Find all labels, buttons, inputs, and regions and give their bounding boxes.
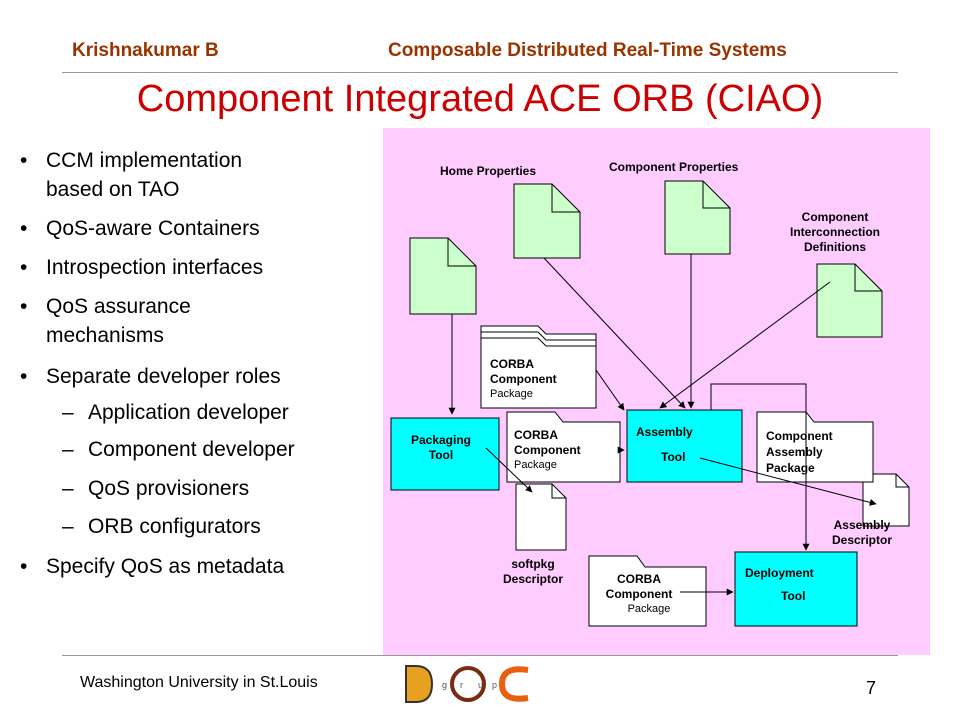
doc-icon-softpkg-descriptor [515,483,567,551]
header-rule [62,72,898,73]
bullet-4-line-2: mechanisms [46,324,164,347]
label-package-middle-l3: Package [514,459,557,471]
label-package-middle-l1: CORBA [514,428,558,442]
label-softpkg-l1: softpkg [511,557,555,571]
sub-bullet-3-text: QoS provisioners [88,477,250,500]
svg-text:p: p [492,680,497,690]
packaging-tool-box [390,417,500,491]
bullet-4-line-1: QoS assurance [46,295,191,318]
label-package-middle-l2: Component [514,443,581,457]
bullet-1-line-1: CCM implementation [46,149,243,172]
label-assembly-descriptor-l2: Descriptor [831,533,893,547]
bullet-1: • CCM implementation based on TAO [20,146,243,204]
doc-logo-graphic: g r u p [405,665,529,703]
sub-bullet-2-text: Component developer [88,438,295,461]
label-packaging-tool-l2: Tool [428,448,454,462]
label-component-assembly-package: Component Assembly Package [766,428,833,476]
bullet-3-text: Introspection interfaces [46,256,264,279]
sub-bullet-1-text: Application developer [88,401,289,424]
label-packaging-tool: Packaging Tool [391,433,491,463]
arrow-home-props-to-assembly [543,257,686,409]
label-package-stack-l2: Component [490,372,557,386]
label-package-bottom-l1: CORBA [617,572,661,586]
package-stack-top [480,325,597,409]
slide-title: Component Integrated ACE ORB (CIAO) [136,78,824,120]
assembly-tool-box [626,409,743,483]
label-interconnection-l2: Interconnection [789,225,880,239]
page-number: 7 [866,678,877,698]
bullet-2: •QoS-aware Containers [20,217,260,240]
doc-icon-assembly-descriptor [862,473,910,527]
footer-rule [62,655,898,656]
sub-bullet-4: –ORB configurators [62,515,261,538]
bullet-5-text: Separate developer roles [46,365,281,388]
label-package-bottom-l3: Package [627,603,671,615]
label-cap-l2: Assembly [766,445,823,459]
bullet-2-text: QoS-aware Containers [46,217,260,240]
label-deployment-tool-2: Tool [781,589,806,603]
arrow-assembly-to-descriptor [699,457,877,506]
label-packaging-tool-l1: Packaging [410,433,472,447]
label-assembly-descriptor-l1: Assembly [833,518,891,532]
deployment-tool-box [734,551,858,627]
label-package-stack-l1: CORBA [490,357,534,371]
bullet-3: •Introspection interfaces [20,256,264,279]
label-assembly-tool-2: Tool [661,450,686,464]
label-assembly-tool-1: Assembly [636,425,693,439]
doc-group-logo: g r u p [402,662,534,706]
label-softpkg-l2: Descriptor [502,572,564,586]
label-home-properties: Home Properties [440,164,537,178]
label-interconnection: Component Interconnection Definitions [770,210,900,255]
arrow-interconnect-to-assembly [659,281,831,409]
label-package-stack-l3: Package [490,388,533,400]
label-interconnection-l1: Component [801,210,869,224]
doc-icon-component-properties [664,180,731,255]
bullet-4: • QoS assurance mechanisms [20,292,191,350]
svg-text:u: u [478,680,483,690]
package-bottom [588,555,707,627]
sub-bullet-2: –Component developer [62,438,295,461]
header-course: Composable Distributed Real-Time Systems [388,40,787,61]
svg-text:g: g [442,680,447,690]
bullet-1-line-2: based on TAO [46,178,180,201]
doc-icon-home-properties [513,183,581,259]
label-package-middle: CORBA Component Package [514,428,581,473]
sub-bullet-4-text: ORB configurators [88,515,261,538]
arrow-packaging-to-softpkg [485,447,533,493]
svg-text:r: r [460,680,463,690]
bullet-6: •Specify QoS as metadata [20,555,285,578]
package-middle [506,411,621,483]
label-cap-l1: Component [766,429,833,443]
sub-bullet-3: –QoS provisioners [62,477,250,500]
label-package-bottom-l2: Component [605,587,673,601]
label-cap-l3: Package [766,461,815,475]
label-assembly-descriptor: Assembly Descriptor [814,518,910,548]
footer-institution: Washington University in St.Louis [80,674,318,691]
sub-bullet-1: –Application developer [62,401,289,424]
header-author: Krishnakumar B [72,40,219,61]
label-deployment-tool-1: Deployment [745,566,814,580]
bullet-6-text: Specify QoS as metadata [46,555,285,578]
label-package-stack: CORBA Component Package [490,357,557,402]
label-component-properties: Component Properties [609,160,739,174]
doc-icon-interconnection [816,263,883,338]
label-package-bottom: CORBA Component Package [589,572,689,617]
arrow-assembly-loop-to-deployment [710,383,810,551]
bullet-5: •Separate developer roles [20,365,281,388]
label-interconnection-l3: Definitions [804,240,866,254]
doc-icon-packaging-input [409,237,477,315]
arrow-package-to-assembly [595,369,625,411]
label-softpkg-descriptor: softpkg Descriptor [488,557,578,587]
